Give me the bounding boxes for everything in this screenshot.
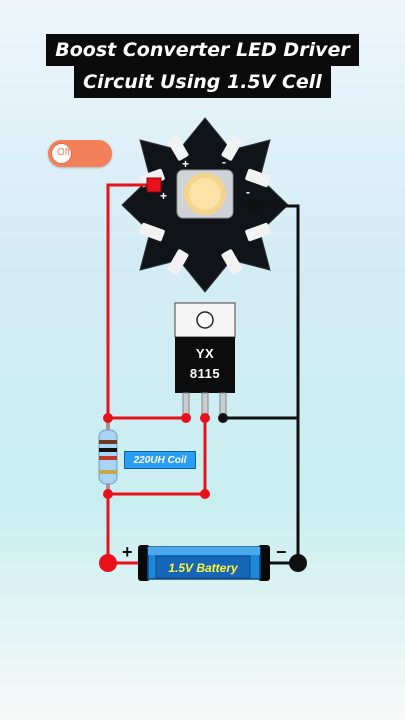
- ic-label-line-2: 8115: [189, 366, 221, 381]
- ic-label-line-1: YX: [195, 346, 215, 361]
- led-plus-mark-2: +: [160, 189, 167, 203]
- led-emitter: [176, 169, 234, 219]
- battery-plus-sign: +: [122, 542, 133, 562]
- led-plus-mark-1: +: [182, 157, 189, 171]
- power-toggle[interactable]: Off: [48, 140, 112, 167]
- title-block: Boost Converter LED Driver Circuit Using…: [0, 34, 405, 98]
- inductor-coil: [98, 418, 118, 494]
- led-negative-terminal: [247, 200, 260, 212]
- led-positive-terminal: [146, 177, 162, 193]
- junction-dots: [99, 413, 307, 572]
- battery-cell: [138, 545, 270, 581]
- battery-minus-sign: −: [276, 542, 287, 562]
- title-line-2: Circuit Using 1.5V Cell: [74, 66, 331, 98]
- ic-yx8115: [174, 302, 236, 420]
- led-minus-mark-1: -: [222, 155, 226, 169]
- toggle-knob[interactable]: [51, 143, 72, 164]
- toggle-label: Off: [57, 147, 71, 158]
- battery-label: 1.5V Battery: [168, 561, 238, 575]
- coil-label: 220UH Coil: [124, 451, 196, 469]
- title-line-1: Boost Converter LED Driver: [46, 34, 359, 66]
- led-minus-mark-2: -: [246, 185, 250, 199]
